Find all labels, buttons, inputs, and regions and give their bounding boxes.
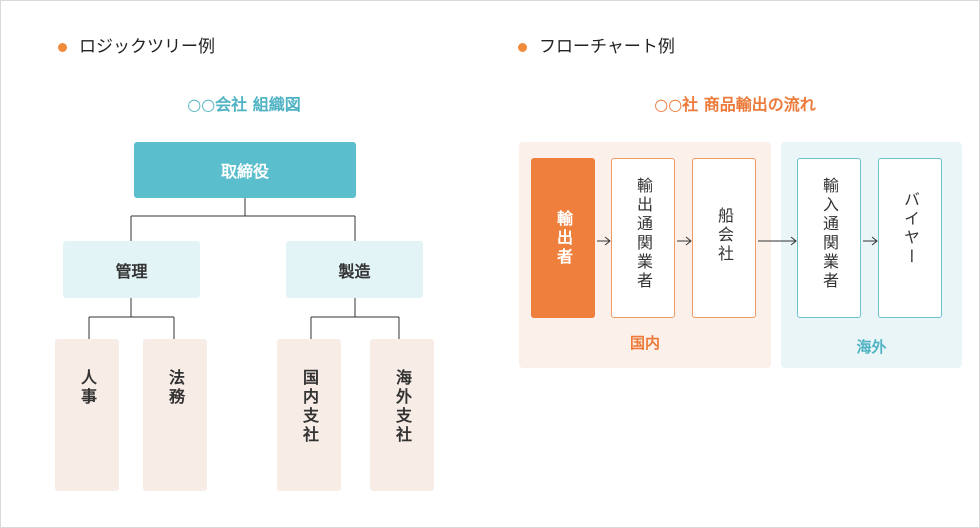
flow-step-export-customs: 輸出通関業者 xyxy=(611,158,675,318)
section-title-logic-tree: ロジックツリー例 xyxy=(79,37,215,57)
node-leaf-domestic-branch-label: 国内支社 xyxy=(300,369,319,445)
node-leaf-domestic-branch: 国内支社 xyxy=(277,339,341,491)
flow-step-buyer: バイヤー xyxy=(878,158,942,318)
node-leaf-legal-label: 法務 xyxy=(166,369,185,407)
flow-step-shipping-company: 船会社 xyxy=(692,158,756,318)
node-leaf-legal: 法務 xyxy=(143,339,207,491)
flow-step-exporter: 輸出者 xyxy=(531,158,595,318)
flow-step-exporter-label: 輸出者 xyxy=(554,209,573,267)
panel-overseas-label: 海外 xyxy=(856,338,887,356)
flow-step-import-customs: 輸入通関業者 xyxy=(797,158,861,318)
node-root-director: 取締役 xyxy=(134,142,356,198)
arrow-right-icon xyxy=(597,236,611,246)
flow-step-shipping-company-label: 船会社 xyxy=(715,207,734,264)
bullet-dot-icon xyxy=(518,43,527,52)
flow-step-buyer-label: バイヤー xyxy=(901,191,920,267)
node-leaf-overseas-branch: 海外支社 xyxy=(370,339,434,491)
flow-chart-title: ○○社 商品輸出の流れ xyxy=(654,95,816,114)
arrow-right-icon xyxy=(758,236,797,246)
node-branch-manufacturing: 製造 xyxy=(286,241,423,298)
panel-domestic-label: 国内 xyxy=(629,334,660,352)
flow-step-import-customs-label: 輸入通関業者 xyxy=(820,177,839,291)
bullet-dot-icon xyxy=(58,43,67,52)
section-title-flowchart: フローチャート例 xyxy=(539,37,675,57)
arrow-right-icon xyxy=(677,236,692,246)
arrow-right-icon xyxy=(863,236,878,246)
org-chart-title: ○○会社 組織図 xyxy=(187,95,301,114)
flow-step-export-customs-label: 輸出通関業者 xyxy=(634,177,653,291)
node-leaf-hr-label: 人事 xyxy=(78,369,97,407)
node-leaf-hr: 人事 xyxy=(55,339,119,491)
node-leaf-overseas-branch-label: 海外支社 xyxy=(393,369,412,445)
node-branch-management: 管理 xyxy=(63,241,200,298)
